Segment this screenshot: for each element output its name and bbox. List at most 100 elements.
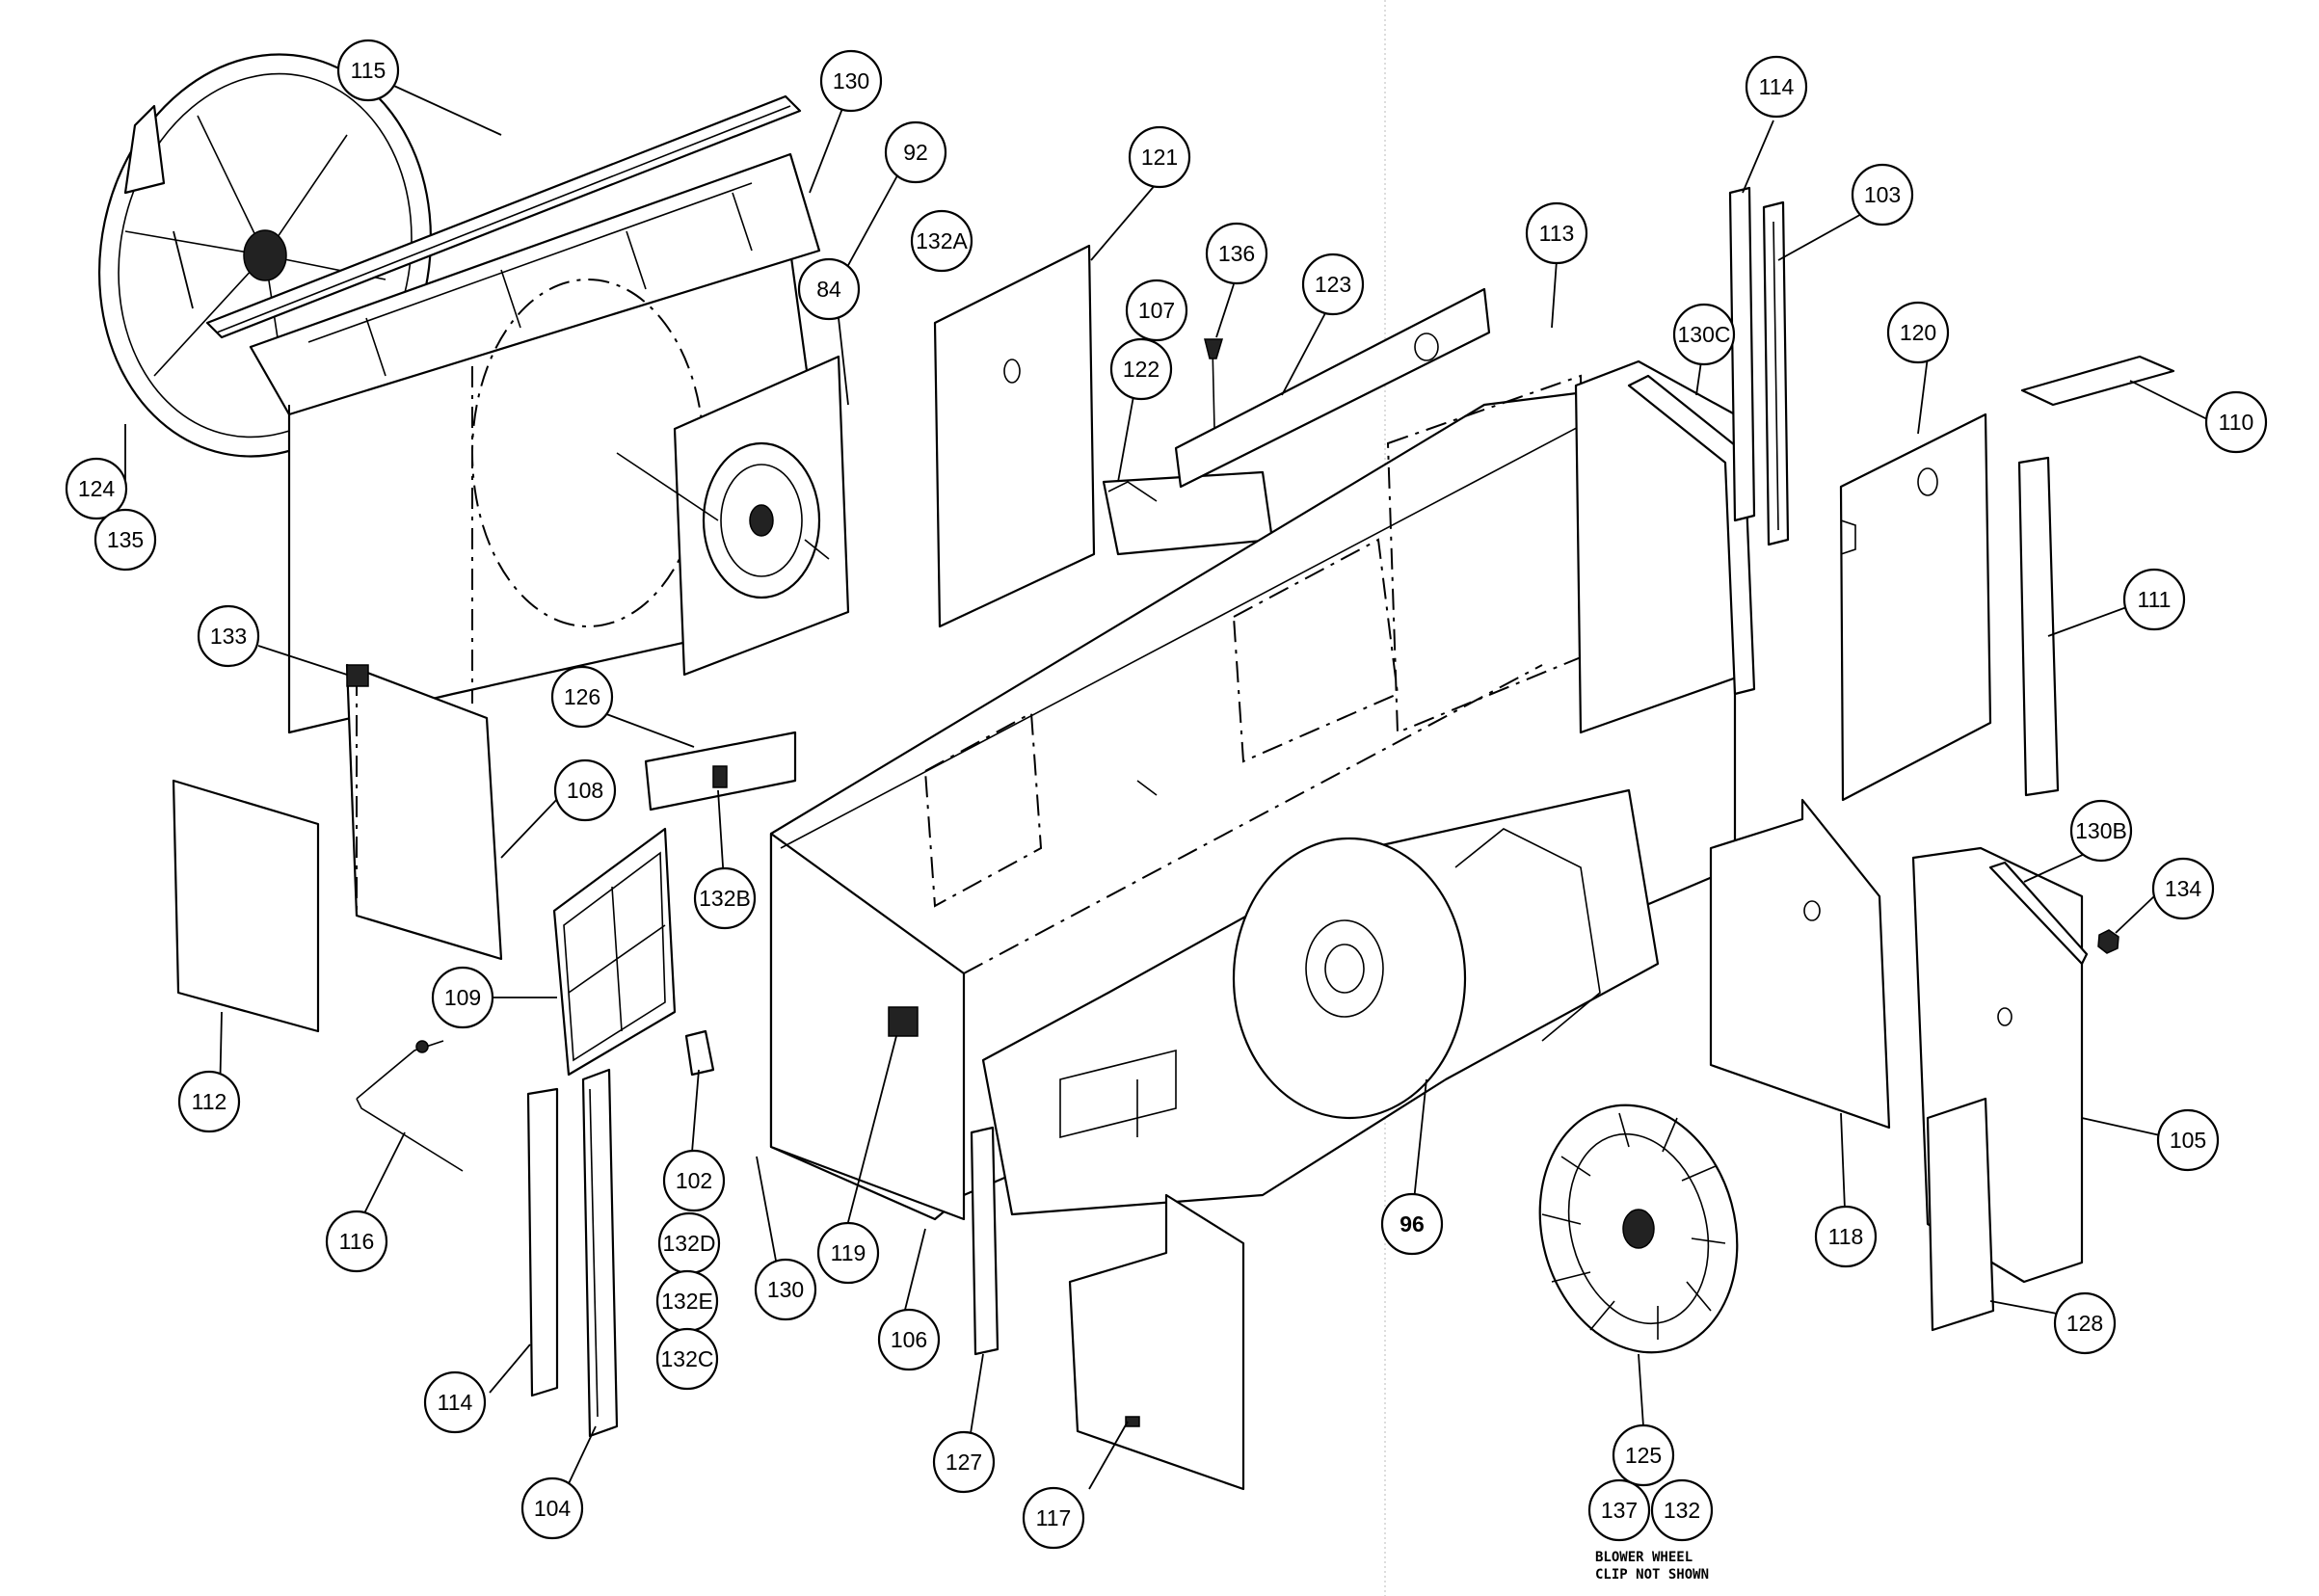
side-rail-104	[581, 1068, 619, 1438]
callout-132: 132	[1650, 1478, 1714, 1542]
side-panel-108	[345, 663, 503, 961]
bottom-panel-117	[1068, 1193, 1245, 1491]
callout-127: 127	[932, 1430, 996, 1494]
note-line-2: CLIP NOT SHOWN	[1595, 1567, 1709, 1583]
bracket-116	[356, 1040, 464, 1172]
callout-122: 122	[1109, 337, 1173, 401]
pad-110	[2020, 355, 2175, 407]
svg-text:114: 114	[438, 1390, 473, 1415]
svg-text:134: 134	[2165, 876, 2202, 901]
svg-text:118: 118	[1828, 1224, 1864, 1249]
svg-text:136: 136	[1218, 241, 1255, 266]
callout-117: 117	[1022, 1486, 1085, 1550]
screw-136	[1204, 338, 1224, 430]
svg-text:130C: 130C	[1678, 322, 1731, 347]
callout-132A: 132A	[910, 209, 973, 273]
svg-text:92: 92	[903, 140, 928, 165]
svg-text:119: 119	[831, 1240, 866, 1265]
callout-130C: 130C	[1672, 303, 1736, 366]
callout-126: 126	[550, 665, 614, 729]
callout-113: 113	[1525, 201, 1588, 265]
svg-text:128: 128	[2066, 1311, 2103, 1336]
callout-130B: 130B	[2069, 799, 2133, 863]
blower-wheel-125	[1538, 1104, 1739, 1354]
partition-panel-123	[1174, 287, 1491, 489]
callout-115: 115	[336, 39, 400, 102]
gasket-130C	[1627, 374, 1756, 696]
svg-text:114: 114	[1759, 74, 1795, 99]
gasket-130B	[1988, 861, 2089, 966]
svg-text:116: 116	[339, 1229, 375, 1254]
svg-text:135: 135	[107, 527, 144, 552]
callout-130-bottom: 130	[754, 1258, 817, 1321]
callout-132C: 132C	[655, 1327, 719, 1391]
callout-112: 112	[177, 1070, 241, 1133]
callout-106: 106	[877, 1308, 941, 1371]
callout-110: 110	[2204, 390, 2268, 454]
svg-text:107: 107	[1138, 298, 1175, 323]
callout-135: 135	[93, 508, 157, 572]
callout-105: 105	[2156, 1108, 2220, 1172]
svg-text:132: 132	[1664, 1498, 1700, 1523]
callout-109: 109	[431, 966, 494, 1029]
callout-137: 137	[1587, 1478, 1651, 1542]
panel-118	[1709, 798, 1891, 1130]
nut-134	[2097, 929, 2119, 954]
base-pan-106	[769, 374, 1737, 1221]
svg-text:130B: 130B	[2075, 818, 2127, 843]
svg-text:110: 110	[2219, 410, 2254, 435]
callout-132B: 132B	[693, 866, 757, 930]
svg-text:103: 103	[1864, 182, 1901, 207]
grille-frame-109	[552, 827, 677, 1077]
svg-text:109: 109	[444, 985, 481, 1010]
switch-102	[684, 1029, 715, 1077]
callout-111: 111	[2122, 568, 2186, 631]
svg-text:132C: 132C	[661, 1346, 714, 1371]
callout-104: 104	[520, 1476, 584, 1540]
svg-text:130: 130	[833, 68, 869, 93]
svg-text:106: 106	[891, 1327, 927, 1352]
callout-103: 103	[1851, 163, 1914, 226]
insulation-strip-114-right	[1728, 186, 1756, 522]
panel-121	[933, 244, 1096, 628]
top-rail-115	[205, 94, 802, 339]
panel-120	[1839, 412, 1992, 802]
filter-panel-112	[172, 779, 320, 1033]
svg-text:127: 127	[946, 1450, 982, 1475]
callout-118: 118	[1814, 1205, 1878, 1268]
callout-96: 96	[1380, 1192, 1444, 1256]
blower-scroll-96	[981, 788, 1660, 1216]
svg-text:105: 105	[2170, 1128, 2206, 1153]
strip-111	[2017, 456, 2060, 797]
insulation-strip-114-left	[526, 1087, 559, 1397]
svg-text:132E: 132E	[661, 1289, 713, 1314]
callout-107: 107	[1125, 279, 1188, 342]
callout-125: 125	[1612, 1423, 1675, 1487]
partition-strip-126	[644, 731, 797, 811]
rear-panel-113	[1574, 359, 1746, 734]
svg-text:122: 122	[1123, 357, 1160, 382]
svg-text:126: 126	[564, 684, 600, 709]
svg-text:132D: 132D	[663, 1231, 716, 1256]
callout-124: 124	[65, 457, 128, 520]
svg-text:125: 125	[1625, 1443, 1662, 1468]
svg-text:84: 84	[816, 277, 841, 302]
callout-119: 119	[816, 1221, 880, 1285]
fan-motor-mount-84	[616, 355, 850, 677]
svg-text:132A: 132A	[916, 228, 968, 253]
note-line-1: BLOWER WHEEL	[1595, 1550, 1693, 1565]
svg-text:115: 115	[351, 58, 386, 83]
callout-132D: 132D	[657, 1211, 721, 1275]
callout-130-top: 130	[819, 49, 883, 113]
callout-134: 134	[2151, 857, 2215, 920]
svg-text:121: 121	[1141, 145, 1178, 170]
callout-133: 133	[197, 604, 260, 668]
bracket-103	[1762, 200, 1790, 546]
callout-108: 108	[553, 758, 617, 822]
svg-text:113: 113	[1539, 221, 1575, 246]
svg-text:124: 124	[78, 476, 116, 501]
insulation-128	[1926, 1097, 1995, 1332]
callout-102: 102	[662, 1149, 726, 1212]
svg-text:123: 123	[1315, 272, 1351, 297]
